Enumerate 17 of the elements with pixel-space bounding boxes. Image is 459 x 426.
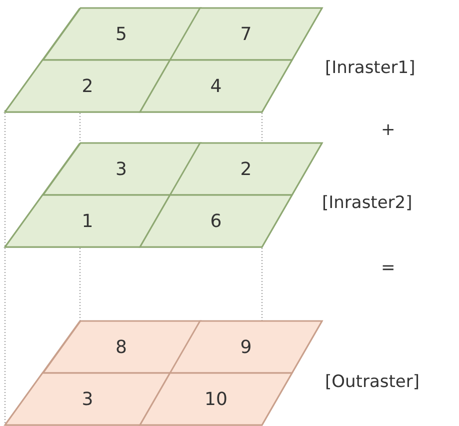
raster-cell: 1 xyxy=(5,195,170,247)
layer-label: [Inraster1] xyxy=(325,58,416,78)
raster-cell: 6 xyxy=(140,195,292,247)
raster-cell: 2 xyxy=(170,143,322,195)
layer-label: [Inraster2] xyxy=(322,193,412,213)
raster-cell: 8 xyxy=(42,321,200,373)
operator-sign: + xyxy=(381,120,396,140)
raster-cell: 9 xyxy=(170,321,322,373)
layer-label: [Outraster] xyxy=(325,372,420,392)
raster-cell: 5 xyxy=(42,8,200,60)
raster-cell: 3 xyxy=(42,143,200,195)
raster-cell: 4 xyxy=(140,60,292,112)
raster-cell: 2 xyxy=(5,60,170,112)
raster-cell: 7 xyxy=(170,8,322,60)
raster-cell: 3 xyxy=(5,373,170,425)
raster-cell: 10 xyxy=(140,373,292,425)
operator-sign: = xyxy=(381,258,396,278)
